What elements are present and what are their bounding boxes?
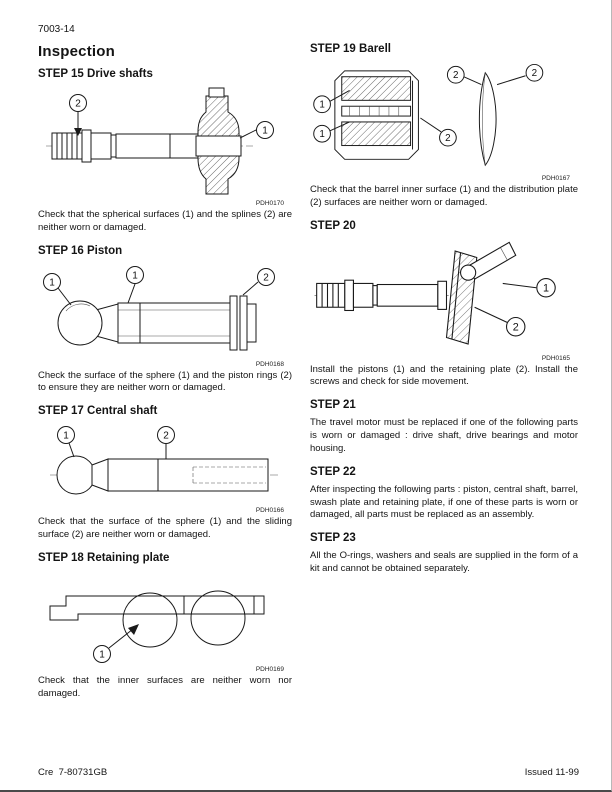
callout-2: 2 bbox=[157, 426, 175, 460]
svg-text:2: 2 bbox=[445, 133, 450, 144]
distribution-plate-drawing bbox=[478, 71, 497, 167]
callout-1: 1 bbox=[57, 426, 75, 458]
step-21-body: The travel motor must be replaced if one… bbox=[310, 417, 578, 454]
figure-code: PDH0166 bbox=[255, 507, 284, 515]
svg-text:1: 1 bbox=[132, 270, 138, 281]
step-16-heading: STEP 16 Piston bbox=[38, 244, 123, 257]
footer-issue-date: Issued 11-99 bbox=[524, 767, 579, 778]
step-20-heading: STEP 20 bbox=[310, 219, 356, 232]
callout-1: 1 bbox=[93, 623, 139, 663]
two-column-layout: Inspection STEP 15 Drive shafts bbox=[38, 43, 579, 705]
svg-text:1: 1 bbox=[543, 282, 549, 294]
svg-text:2: 2 bbox=[263, 272, 269, 283]
step-21-heading: STEP 21 bbox=[310, 399, 356, 412]
section-title: Inspection bbox=[38, 43, 116, 60]
svg-text:1: 1 bbox=[63, 431, 69, 442]
figure-step-16: 1 1 2 PDH0168 bbox=[38, 263, 292, 368]
central-shaft-drawing bbox=[50, 455, 280, 495]
page-footer: Cre 7-80731GB Issued 11-99 bbox=[38, 767, 579, 778]
svg-text:1: 1 bbox=[319, 100, 324, 111]
step-23-body: All the O-rings, washers and seals are s… bbox=[310, 550, 578, 574]
step-17-heading: STEP 17 Central shaft bbox=[38, 405, 158, 418]
callout-1: 1 bbox=[239, 121, 274, 139]
figure-code: PDH0168 bbox=[255, 360, 284, 368]
svg-text:2: 2 bbox=[75, 99, 81, 110]
step-17-body: Check that the surface of the sphere (1)… bbox=[38, 516, 292, 541]
callout-1: 1 bbox=[43, 272, 72, 305]
piston-assembly-drawing bbox=[460, 241, 517, 281]
figure-code: PDH0170 bbox=[255, 200, 284, 207]
piston-figure: 1 1 2 bbox=[43, 265, 275, 351]
piston-drawing bbox=[57, 295, 257, 351]
assembly-figure: 1 2 bbox=[314, 241, 556, 345]
figure-code: PDH0169 bbox=[255, 665, 284, 673]
step-15-body: Check that the spherical surfaces (1) an… bbox=[38, 209, 292, 233]
figure-step-20: 1 2 PDH0165 bbox=[310, 238, 578, 362]
retaining-plate-drawing bbox=[49, 590, 265, 648]
page-number: 7003-14 bbox=[38, 24, 75, 35]
svg-text:2: 2 bbox=[163, 431, 169, 442]
left-column: Inspection STEP 15 Drive shafts bbox=[38, 43, 292, 705]
figure-code: PDH0165 bbox=[541, 354, 570, 362]
callout-1: 1 bbox=[502, 277, 556, 298]
figure-step-17: 1 2 PDH0166 bbox=[38, 423, 292, 514]
callout-2b: 2 bbox=[446, 65, 482, 86]
step-20-body: Install the pistons (1) and the retainin… bbox=[310, 363, 578, 388]
central-shaft-figure: 1 2 bbox=[50, 426, 280, 495]
callout-2c: 2 bbox=[496, 63, 544, 86]
barrel-drawing bbox=[334, 70, 419, 160]
footer-document-code: Cre 7-80731GB bbox=[38, 767, 108, 778]
svg-text:2: 2 bbox=[453, 70, 458, 81]
callout-1: 1 bbox=[313, 90, 350, 114]
step-19-body: Check that the barrel inner surface (1) … bbox=[310, 184, 578, 208]
svg-text:1: 1 bbox=[49, 277, 55, 288]
figure-step-18: 1 PDH0169 bbox=[38, 570, 292, 673]
svg-text:1: 1 bbox=[99, 649, 105, 660]
callout-2: 2 bbox=[69, 94, 87, 136]
callout-2: 2 bbox=[420, 117, 457, 147]
step-19-heading: STEP 19 Barell bbox=[310, 43, 391, 55]
svg-text:1: 1 bbox=[262, 126, 268, 137]
figure-code: PDH0167 bbox=[541, 175, 570, 182]
figure-step-15: 2 1 PDH0170 bbox=[38, 86, 292, 207]
step-18-body: Check that the inner surfaces are neithe… bbox=[38, 674, 292, 699]
retaining-plate-figure: 1 bbox=[49, 590, 265, 663]
barrel-figure: 1 1 2 2 bbox=[313, 63, 544, 167]
svg-text:2: 2 bbox=[532, 68, 537, 79]
svg-text:2: 2 bbox=[513, 321, 519, 333]
step-22-body: After inspecting the following parts : p… bbox=[310, 483, 578, 521]
drive-shaft-figure: 2 1 bbox=[46, 87, 274, 195]
shaft-drawing bbox=[314, 279, 449, 311]
right-column: STEP 19 Barell bbox=[310, 43, 578, 705]
drive-shaft-drawing bbox=[46, 87, 253, 195]
callout-1b: 1 bbox=[126, 265, 144, 303]
figure-step-19: 1 1 2 2 bbox=[310, 61, 578, 182]
step-16-body: Check the surface of the sphere (1) and … bbox=[38, 369, 292, 394]
step-18-heading: STEP 18 Retaining plate bbox=[38, 551, 170, 564]
step-23-heading: STEP 23 bbox=[310, 532, 356, 545]
step-22-heading: STEP 22 bbox=[310, 465, 356, 478]
callout-2: 2 bbox=[242, 267, 275, 296]
callout-1b: 1 bbox=[313, 121, 350, 143]
callout-2: 2 bbox=[474, 306, 526, 337]
step-15-heading: STEP 15 Drive shafts bbox=[38, 68, 153, 80]
svg-text:1: 1 bbox=[319, 129, 324, 140]
